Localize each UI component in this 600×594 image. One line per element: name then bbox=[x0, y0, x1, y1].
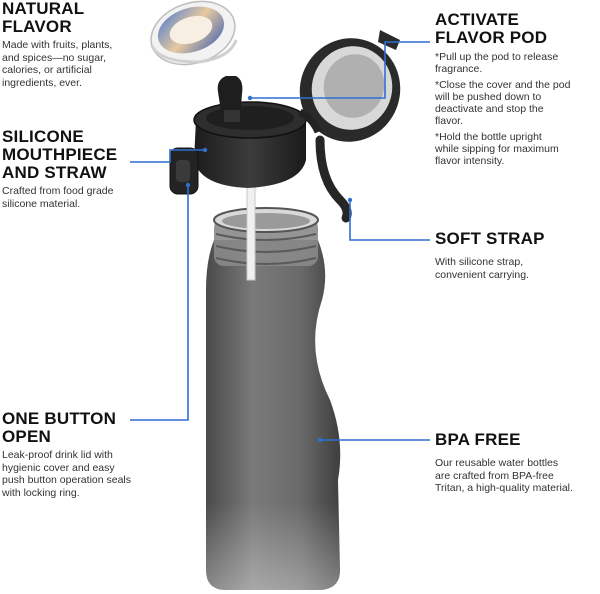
soft-strap bbox=[315, 135, 352, 223]
feature-description: Crafted from food grade silicone materia… bbox=[2, 185, 114, 210]
callout-lines bbox=[130, 41, 430, 441]
bottle-body bbox=[206, 207, 341, 590]
feature-silicone-mouthpiece: SILICONE MOUTHPIECE AND STRAW Crafted fr… bbox=[2, 128, 172, 210]
feature-one-button-open: ONE BUTTON OPEN Leak-proof drink lid wit… bbox=[2, 410, 192, 499]
feature-title: ONE BUTTON OPEN bbox=[2, 409, 117, 446]
feature-title: SILICONE MOUTHPIECE AND STRAW bbox=[2, 127, 118, 182]
lid bbox=[169, 101, 307, 195]
feature-title: SOFT STRAP bbox=[435, 229, 545, 248]
feature-description: Leak-proof drink lid with hygienic cover… bbox=[2, 449, 132, 499]
feature-note: *Close the cover and the pod will be pus… bbox=[435, 79, 571, 127]
feature-notes: *Pull up the pod to release fragrance. *… bbox=[435, 51, 600, 167]
feature-bpa-free: BPA FREE Our reusable water bottles are … bbox=[435, 431, 600, 495]
feature-description: Our reusable water bottles are crafted f… bbox=[435, 457, 573, 494]
feature-note: *Hold the bottle upright while sipping f… bbox=[435, 131, 559, 167]
feature-activate-flavor-pod: ACTIVATE FLAVOR POD *Pull up the pod to … bbox=[435, 11, 600, 171]
feature-description: Made with fruits, plants, and spices—no … bbox=[2, 39, 113, 89]
callout-dots bbox=[185, 95, 353, 443]
feature-natural-flavor: NATURAL FLAVOR Made with fruits, plants,… bbox=[2, 0, 167, 89]
feature-title: NATURAL FLAVOR bbox=[2, 0, 85, 36]
feature-title: ACTIVATE FLAVOR POD bbox=[435, 10, 548, 47]
feature-description: With silicone strap, convenient carrying… bbox=[435, 256, 529, 281]
feature-note: *Pull up the pod to release fragrance. bbox=[435, 51, 559, 75]
feature-soft-strap: SOFT STRAP With silicone strap, convenie… bbox=[435, 230, 595, 281]
mouthpiece bbox=[217, 76, 243, 122]
flavor-pod-icon bbox=[150, 0, 238, 66]
hinged-cover bbox=[298, 30, 401, 142]
feature-title: BPA FREE bbox=[435, 430, 521, 449]
